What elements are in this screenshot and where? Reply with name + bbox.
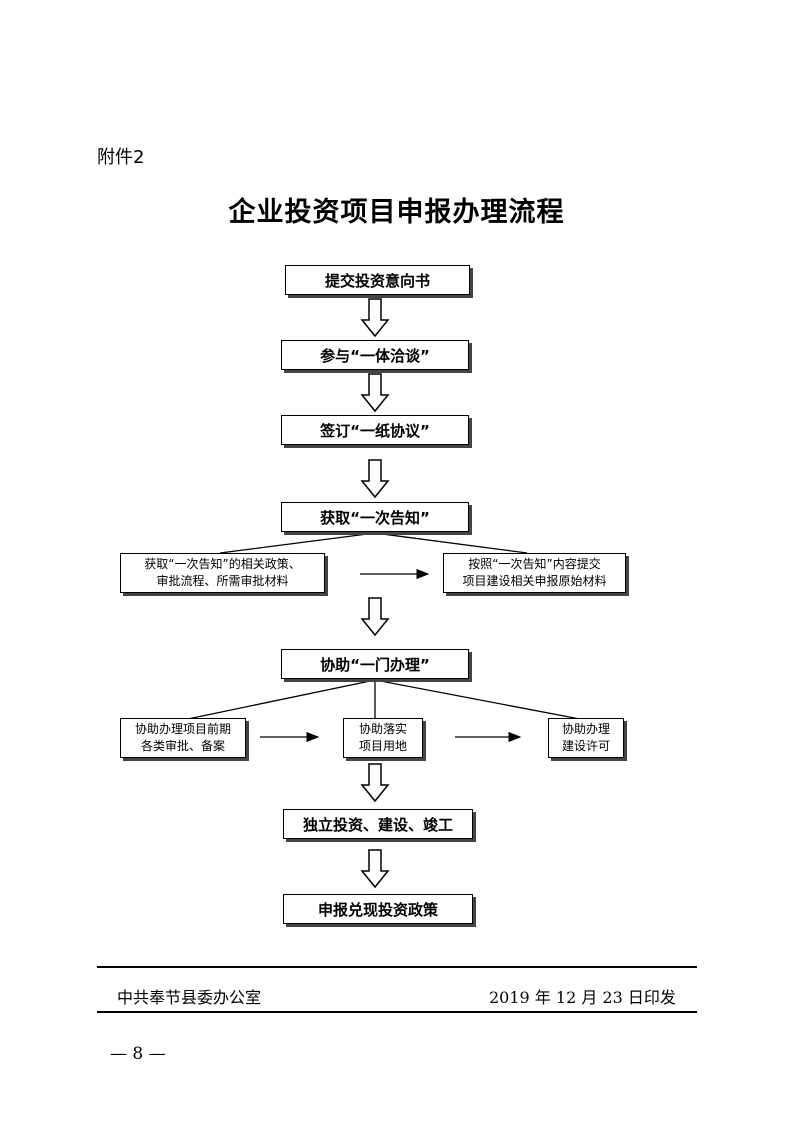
- down-arrow-4: [360, 597, 390, 637]
- flow-step-construction: 独立投资、建设、竣工: [283, 809, 473, 839]
- flow-step-label: 协助“一门办理”: [320, 655, 430, 674]
- flow-step-policy-redemption: 申报兑现投资政策: [283, 894, 473, 924]
- down-arrow-3: [360, 459, 390, 499]
- sub-box-line: 建设许可: [561, 739, 610, 753]
- flow-step-agreement: 签订“一纸协议”: [281, 415, 469, 445]
- flow-sub-land-use: 协助落实 项目用地: [343, 718, 423, 758]
- page-number: — 8 —: [110, 1044, 166, 1064]
- sub-box-line: 协助落实: [358, 722, 407, 736]
- sub-box-line: 项目建设相关申报原始材料: [462, 574, 607, 588]
- flow-step-label: 签订“一纸协议”: [320, 421, 430, 440]
- sub-box-line: 各类审批、备案: [140, 739, 225, 753]
- footer-bottom-rule: [97, 1011, 697, 1013]
- flow-step-notification: 获取“一次告知”: [281, 502, 469, 532]
- footer-top-rule: [97, 966, 697, 968]
- flow-step-label: 提交投资意向书: [324, 271, 430, 290]
- flow-step-submit-intent: 提交投资意向书: [285, 265, 470, 295]
- down-arrow-6: [360, 849, 390, 889]
- document-title: 企业投资项目申报办理流程: [228, 197, 565, 228]
- flow-step-one-door: 协助“一门办理”: [281, 649, 469, 679]
- flow-sub-obtain-policies: 获取“一次告知”的相关政策、 审批流程、所需审批材料: [120, 553, 325, 593]
- down-arrow-2: [360, 373, 390, 413]
- flow-step-label: 获取“一次告知”: [320, 508, 430, 527]
- flow-step-label: 参与“一体洽谈”: [320, 346, 430, 365]
- sub-box-line: 审批流程、所需审批材料: [156, 574, 289, 588]
- sub-box-line: 项目用地: [358, 739, 407, 753]
- branch-line-5-right: [374, 679, 586, 721]
- footer-issuer: 中共奉节县委办公室: [117, 988, 262, 1007]
- flow-step-label: 申报兑现投资政策: [317, 900, 438, 919]
- footer-issue-date: 2019 年 12 月 23 日印发: [489, 988, 676, 1007]
- down-arrow-5: [360, 763, 390, 803]
- flow-sub-submit-materials: 按照“一次告知”内容提交 项目建设相关申报原始材料: [443, 553, 626, 593]
- sub-box-line: 按照“一次告知”内容提交: [468, 557, 601, 571]
- branch-line-4-left: [219, 532, 376, 554]
- sub-box-line: 协助办理: [561, 722, 610, 736]
- sub-box-line: 获取“一次告知”的相关政策、: [144, 557, 301, 571]
- flow-sub-approvals: 协助办理项目前期 各类审批、备案: [120, 718, 246, 758]
- down-arrow-1: [360, 298, 390, 338]
- flow-step-negotiation: 参与“一体洽谈”: [281, 340, 469, 370]
- flow-sub-construction-permit: 协助办理 建设许可: [548, 718, 624, 758]
- branch-line-4-right: [374, 532, 528, 554]
- attachment-label: 附件2: [97, 147, 145, 168]
- branch-line-5-left: [182, 679, 376, 721]
- sub-box-line: 协助办理项目前期: [134, 722, 231, 736]
- flow-step-label: 独立投资、建设、竣工: [302, 815, 453, 834]
